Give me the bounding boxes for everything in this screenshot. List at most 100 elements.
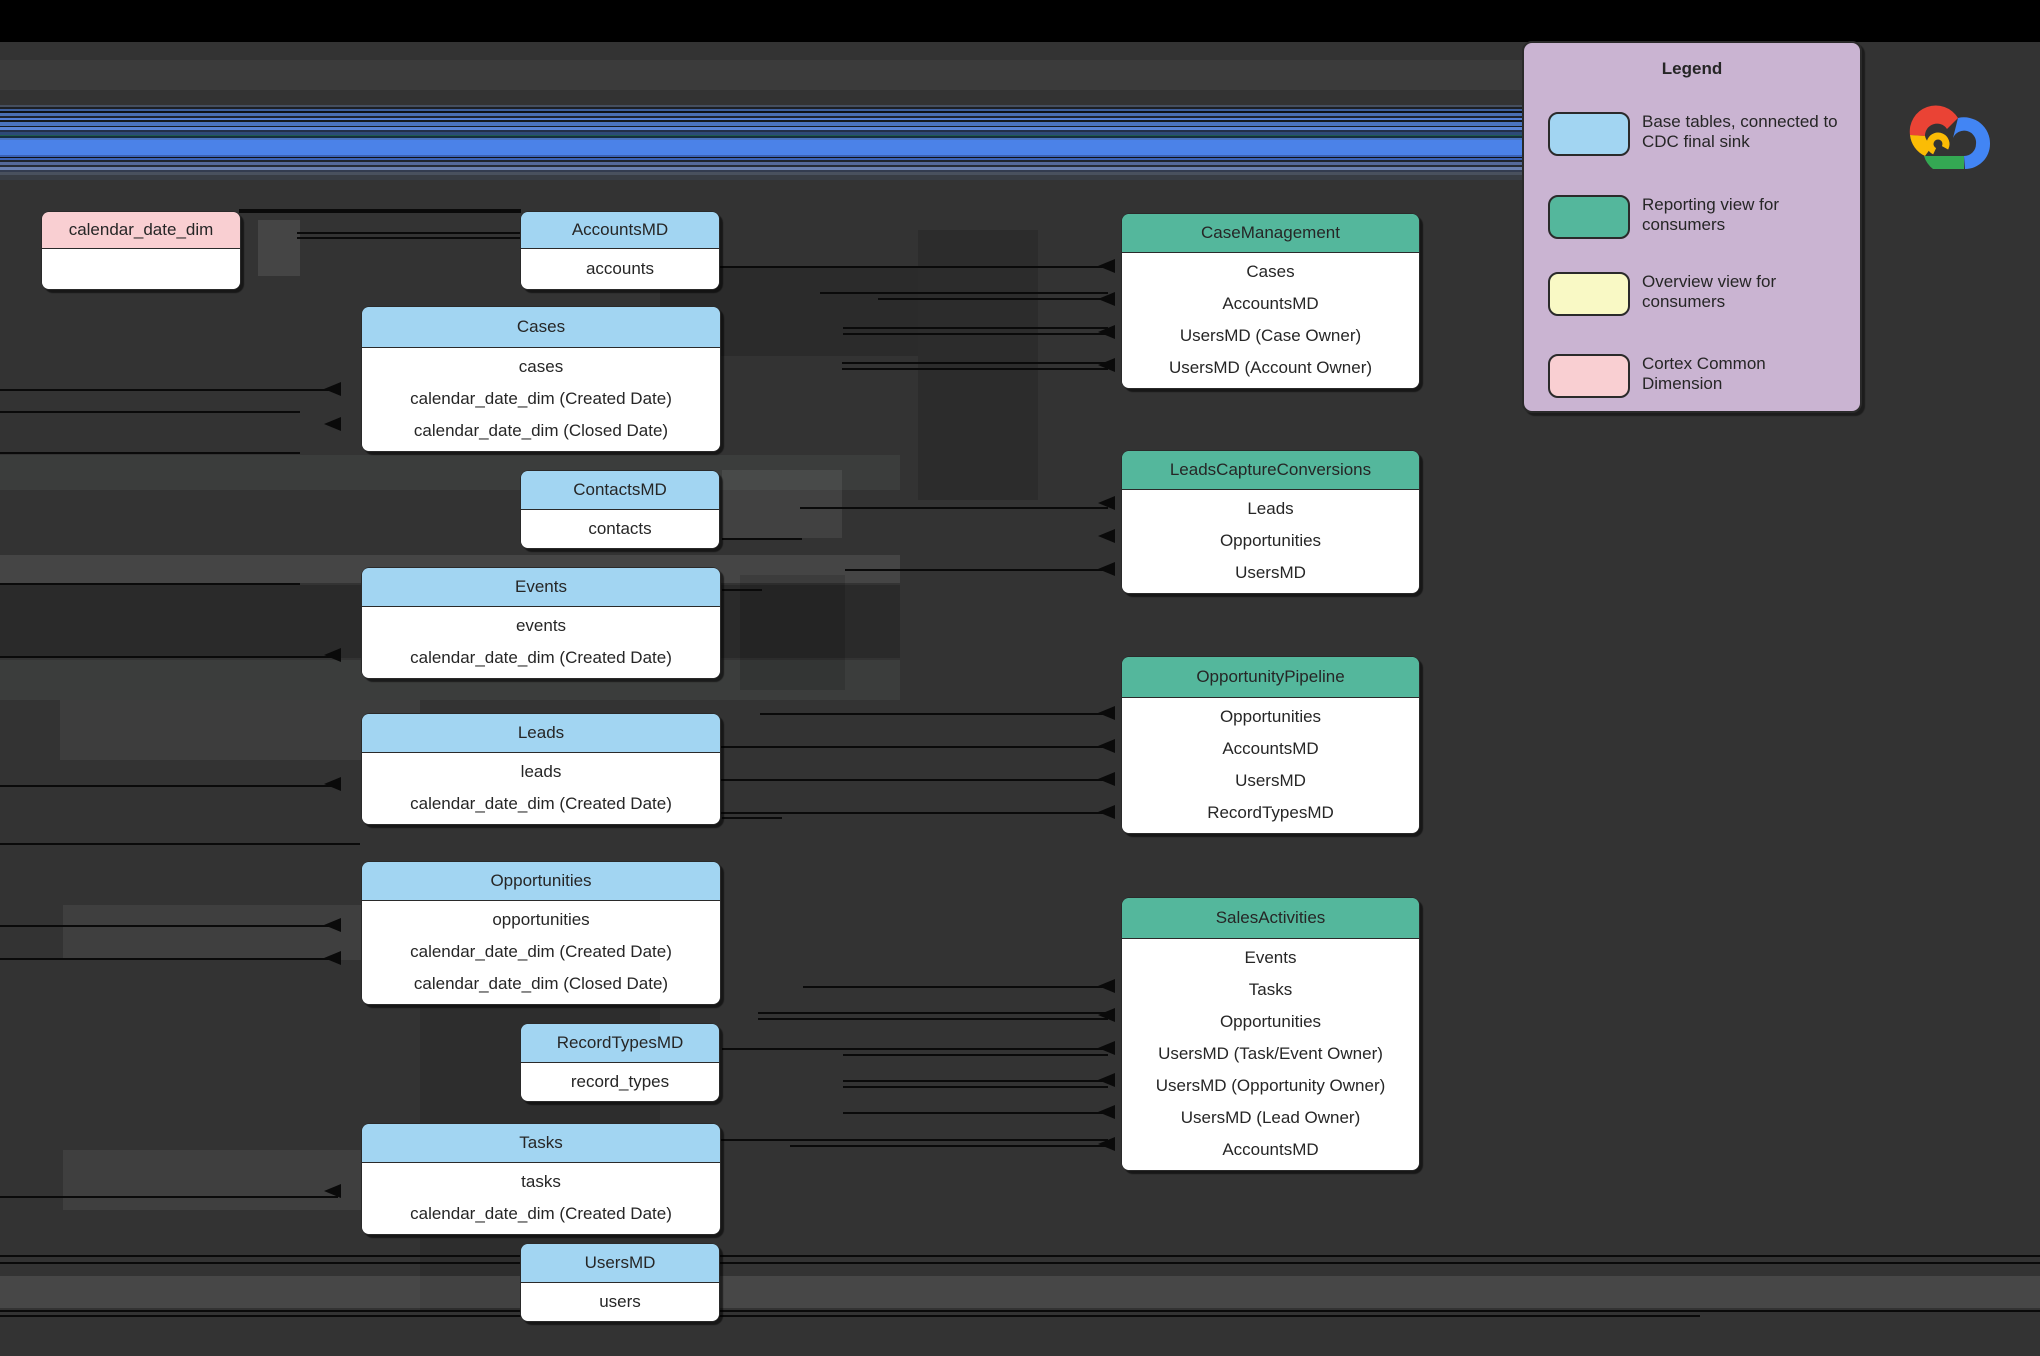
connector-arrowhead bbox=[1098, 1073, 1115, 1087]
connector-line bbox=[722, 1048, 1108, 1050]
entity-row: UsersMD (Lead Owner) bbox=[1180, 1108, 1361, 1127]
connector-arrowhead bbox=[1098, 259, 1115, 273]
reporting-view-swatch bbox=[1548, 195, 1630, 239]
connector-arrowhead bbox=[1098, 739, 1115, 753]
legend-label: Cortex Common Dimension bbox=[1642, 354, 1766, 394]
entity-row bbox=[42, 252, 240, 285]
entity-row: calendar_date_dim (Created Date) bbox=[410, 942, 672, 961]
entity-header: OpportunityPipeline bbox=[1122, 657, 1419, 698]
connector-arrowhead bbox=[1098, 1041, 1115, 1055]
entity-row: events bbox=[515, 616, 567, 635]
connector-line bbox=[700, 1139, 1108, 1141]
entity-body: contacts bbox=[521, 510, 719, 548]
connector-line bbox=[297, 237, 520, 239]
glitch-band bbox=[722, 470, 842, 538]
entity-body: users bbox=[521, 1283, 719, 1321]
connector-arrowhead bbox=[324, 417, 341, 431]
connector-line bbox=[0, 452, 300, 454]
entity-row: contacts bbox=[588, 518, 652, 538]
connector-arrowhead bbox=[1098, 325, 1115, 339]
connector-line bbox=[0, 958, 338, 960]
connector-arrowhead bbox=[1098, 772, 1115, 786]
entity-row: UsersMD (Task/Event Owner) bbox=[1158, 1044, 1383, 1063]
connector-line bbox=[700, 746, 1108, 748]
logo-red-arc bbox=[1909, 105, 1958, 136]
entity-header: ContactsMD bbox=[521, 471, 719, 510]
entity-row: Opportunities bbox=[1219, 1012, 1322, 1031]
logo-green-bar bbox=[1924, 156, 1964, 169]
connector-line bbox=[800, 507, 1108, 509]
glitch-band bbox=[258, 220, 300, 276]
entity-row: record_types bbox=[570, 1071, 670, 1091]
legend-title: Legend bbox=[1661, 59, 1723, 78]
entity-header: Tasks bbox=[362, 1124, 720, 1163]
connector-line bbox=[700, 812, 1108, 814]
connector-line bbox=[0, 583, 300, 585]
glitch-band bbox=[0, 455, 900, 490]
connector-arrowhead bbox=[324, 1184, 341, 1198]
connector-line bbox=[297, 232, 520, 234]
entity-row: UsersMD bbox=[1235, 563, 1306, 582]
connector-line bbox=[0, 925, 338, 927]
overview-view-swatch bbox=[1548, 272, 1630, 316]
connector-arrowhead bbox=[1098, 562, 1115, 576]
entity-row: AccountsMD bbox=[1222, 294, 1319, 313]
connector-line bbox=[660, 266, 1108, 268]
connector-line bbox=[720, 779, 1108, 781]
connector-line bbox=[843, 333, 1108, 335]
entity-row: UsersMD (Case Owner) bbox=[1179, 326, 1362, 345]
connector-line bbox=[843, 327, 1108, 329]
connector-arrowhead bbox=[324, 382, 341, 396]
entity-row: Cases bbox=[1246, 262, 1295, 281]
glitch-band bbox=[63, 1150, 418, 1210]
entity-row: RecordTypesMD bbox=[1207, 803, 1334, 822]
connector-line bbox=[0, 656, 340, 658]
connector-line bbox=[843, 1086, 1108, 1088]
entity-row: AccountsMD bbox=[1222, 739, 1319, 758]
connector-line bbox=[803, 986, 1108, 988]
connector-arrowhead bbox=[1098, 292, 1115, 306]
logo-yellow-arc bbox=[1910, 135, 1933, 156]
entity-header: Events bbox=[362, 568, 720, 607]
connector-line bbox=[758, 1012, 1108, 1014]
connector-line bbox=[820, 292, 1108, 294]
entity-row: UsersMD bbox=[1235, 771, 1306, 790]
legend-label: Base tables, connected to CDC final sink bbox=[1642, 112, 1838, 152]
connector-line bbox=[845, 569, 1108, 571]
connector-line bbox=[722, 538, 802, 540]
entity-row: users bbox=[599, 1291, 641, 1311]
entity-row: AccountsMD bbox=[1222, 1140, 1319, 1159]
glitch-band bbox=[0, 1276, 2040, 1308]
connector-line bbox=[842, 368, 1108, 370]
top-black-band bbox=[0, 0, 2040, 42]
entity-body: accounts bbox=[521, 249, 719, 289]
entity-row: Events bbox=[1244, 948, 1297, 967]
connector-arrowhead bbox=[1098, 1105, 1115, 1119]
entity-row: accounts bbox=[585, 258, 655, 278]
connector-arrowhead bbox=[1098, 358, 1115, 372]
entity-row: Leads bbox=[1247, 499, 1294, 518]
entity-calendar-date-dim[interactable]: calendar_date_dim bbox=[41, 211, 241, 290]
entity-row: calendar_date_dim (Created Date) bbox=[410, 389, 672, 408]
entity-header: Leads bbox=[362, 714, 720, 753]
base-table-swatch bbox=[1548, 112, 1630, 156]
entity-header: calendar_date_dim bbox=[42, 212, 240, 249]
entity-contacts-md[interactable]: ContactsMD contacts bbox=[520, 470, 720, 549]
entity-row: calendar_date_dim (Closed Date) bbox=[413, 421, 669, 440]
entity-row: calendar_date_dim (Closed Date) bbox=[413, 974, 669, 993]
